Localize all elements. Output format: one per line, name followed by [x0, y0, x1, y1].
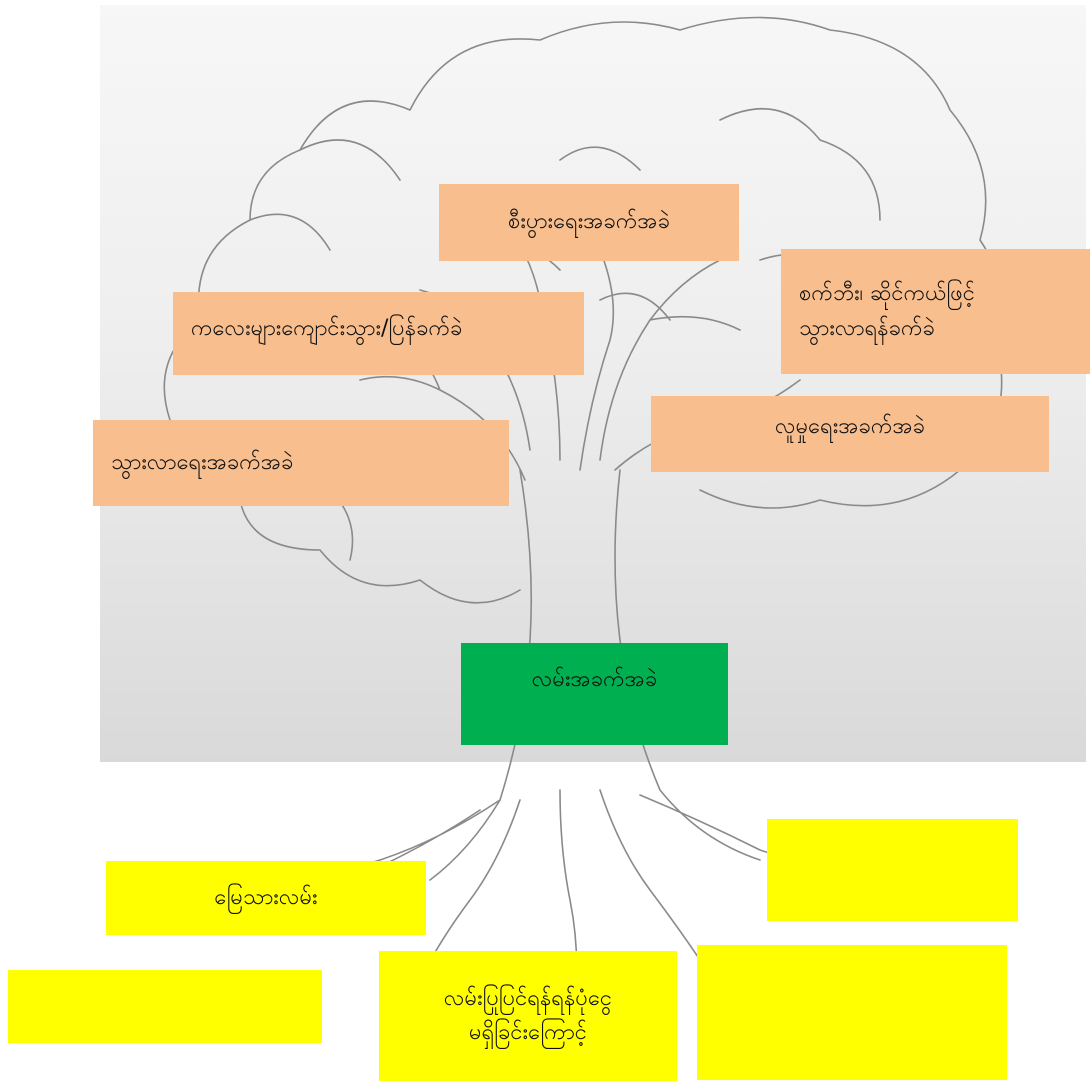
- effect-box-children-school: ကလေးများကျောင်းသွား/ပြန်ခက်ခဲ: [173, 292, 584, 375]
- effect-label-travel: သွားလာရေးအခက်အခဲ: [111, 449, 294, 475]
- canopy-outline: [163, 16, 1008, 604]
- cause-label-budget-line2: မရှိခြင်းကြောင့်: [469, 1020, 587, 1045]
- effect-label-business: စီးပွားရေးအခက်အခဲ: [508, 209, 670, 235]
- cause-box-blank-bottom-left: [8, 970, 322, 1043]
- effect-box-business: စီးပွားရေးအခက်အခဲ: [439, 184, 739, 261]
- cause-label-budget-line1: လမ်းပြုပြင်ရန်ရန်ပုံငွေ: [443, 985, 613, 1011]
- effect-label-children-school: ကလေးများကျောင်းသွား/ပြန်ခက်ခဲ: [191, 316, 463, 341]
- effect-box-bicycle-motorbike: စက်ဘီး၊ ဆိုင်ကယ်ဖြင့် သွားလာရန်ခက်ခဲ: [781, 249, 1090, 374]
- cause-label-dirt-road: မြေသားလမ်း: [214, 884, 318, 910]
- effect-box-travel: သွားလာရေးအခက်အခဲ: [93, 420, 509, 506]
- cause-box-budget: လမ်းပြုပြင်ရန်ရန်ပုံငွေ မရှိခြင်းကြောင့်: [379, 951, 677, 1081]
- core-problem-box: လမ်းအခက်အခဲ: [461, 643, 728, 745]
- effect-label-bicycle-line2: သွားလာရန်ခက်ခဲ: [799, 315, 935, 341]
- cause-box-blank-top-right: [767, 819, 1018, 921]
- cause-box-dirt-road: မြေသားလမ်း: [106, 861, 426, 935]
- effect-box-social: လူမှုရေးအခက်အခဲ: [651, 396, 1049, 472]
- core-problem-label: လမ်းအခက်အခဲ: [531, 667, 658, 692]
- roots: [289, 789, 881, 1001]
- sketch-paper: [100, 5, 1086, 762]
- effect-label-social: လူမှုရေးအခက်အခဲ: [774, 414, 926, 439]
- cause-box-blank-bottom-right: [697, 945, 1007, 1080]
- effect-label-bicycle-line1: စက်ဘီး၊ ဆိုင်ကယ်ဖြင့်: [799, 281, 975, 307]
